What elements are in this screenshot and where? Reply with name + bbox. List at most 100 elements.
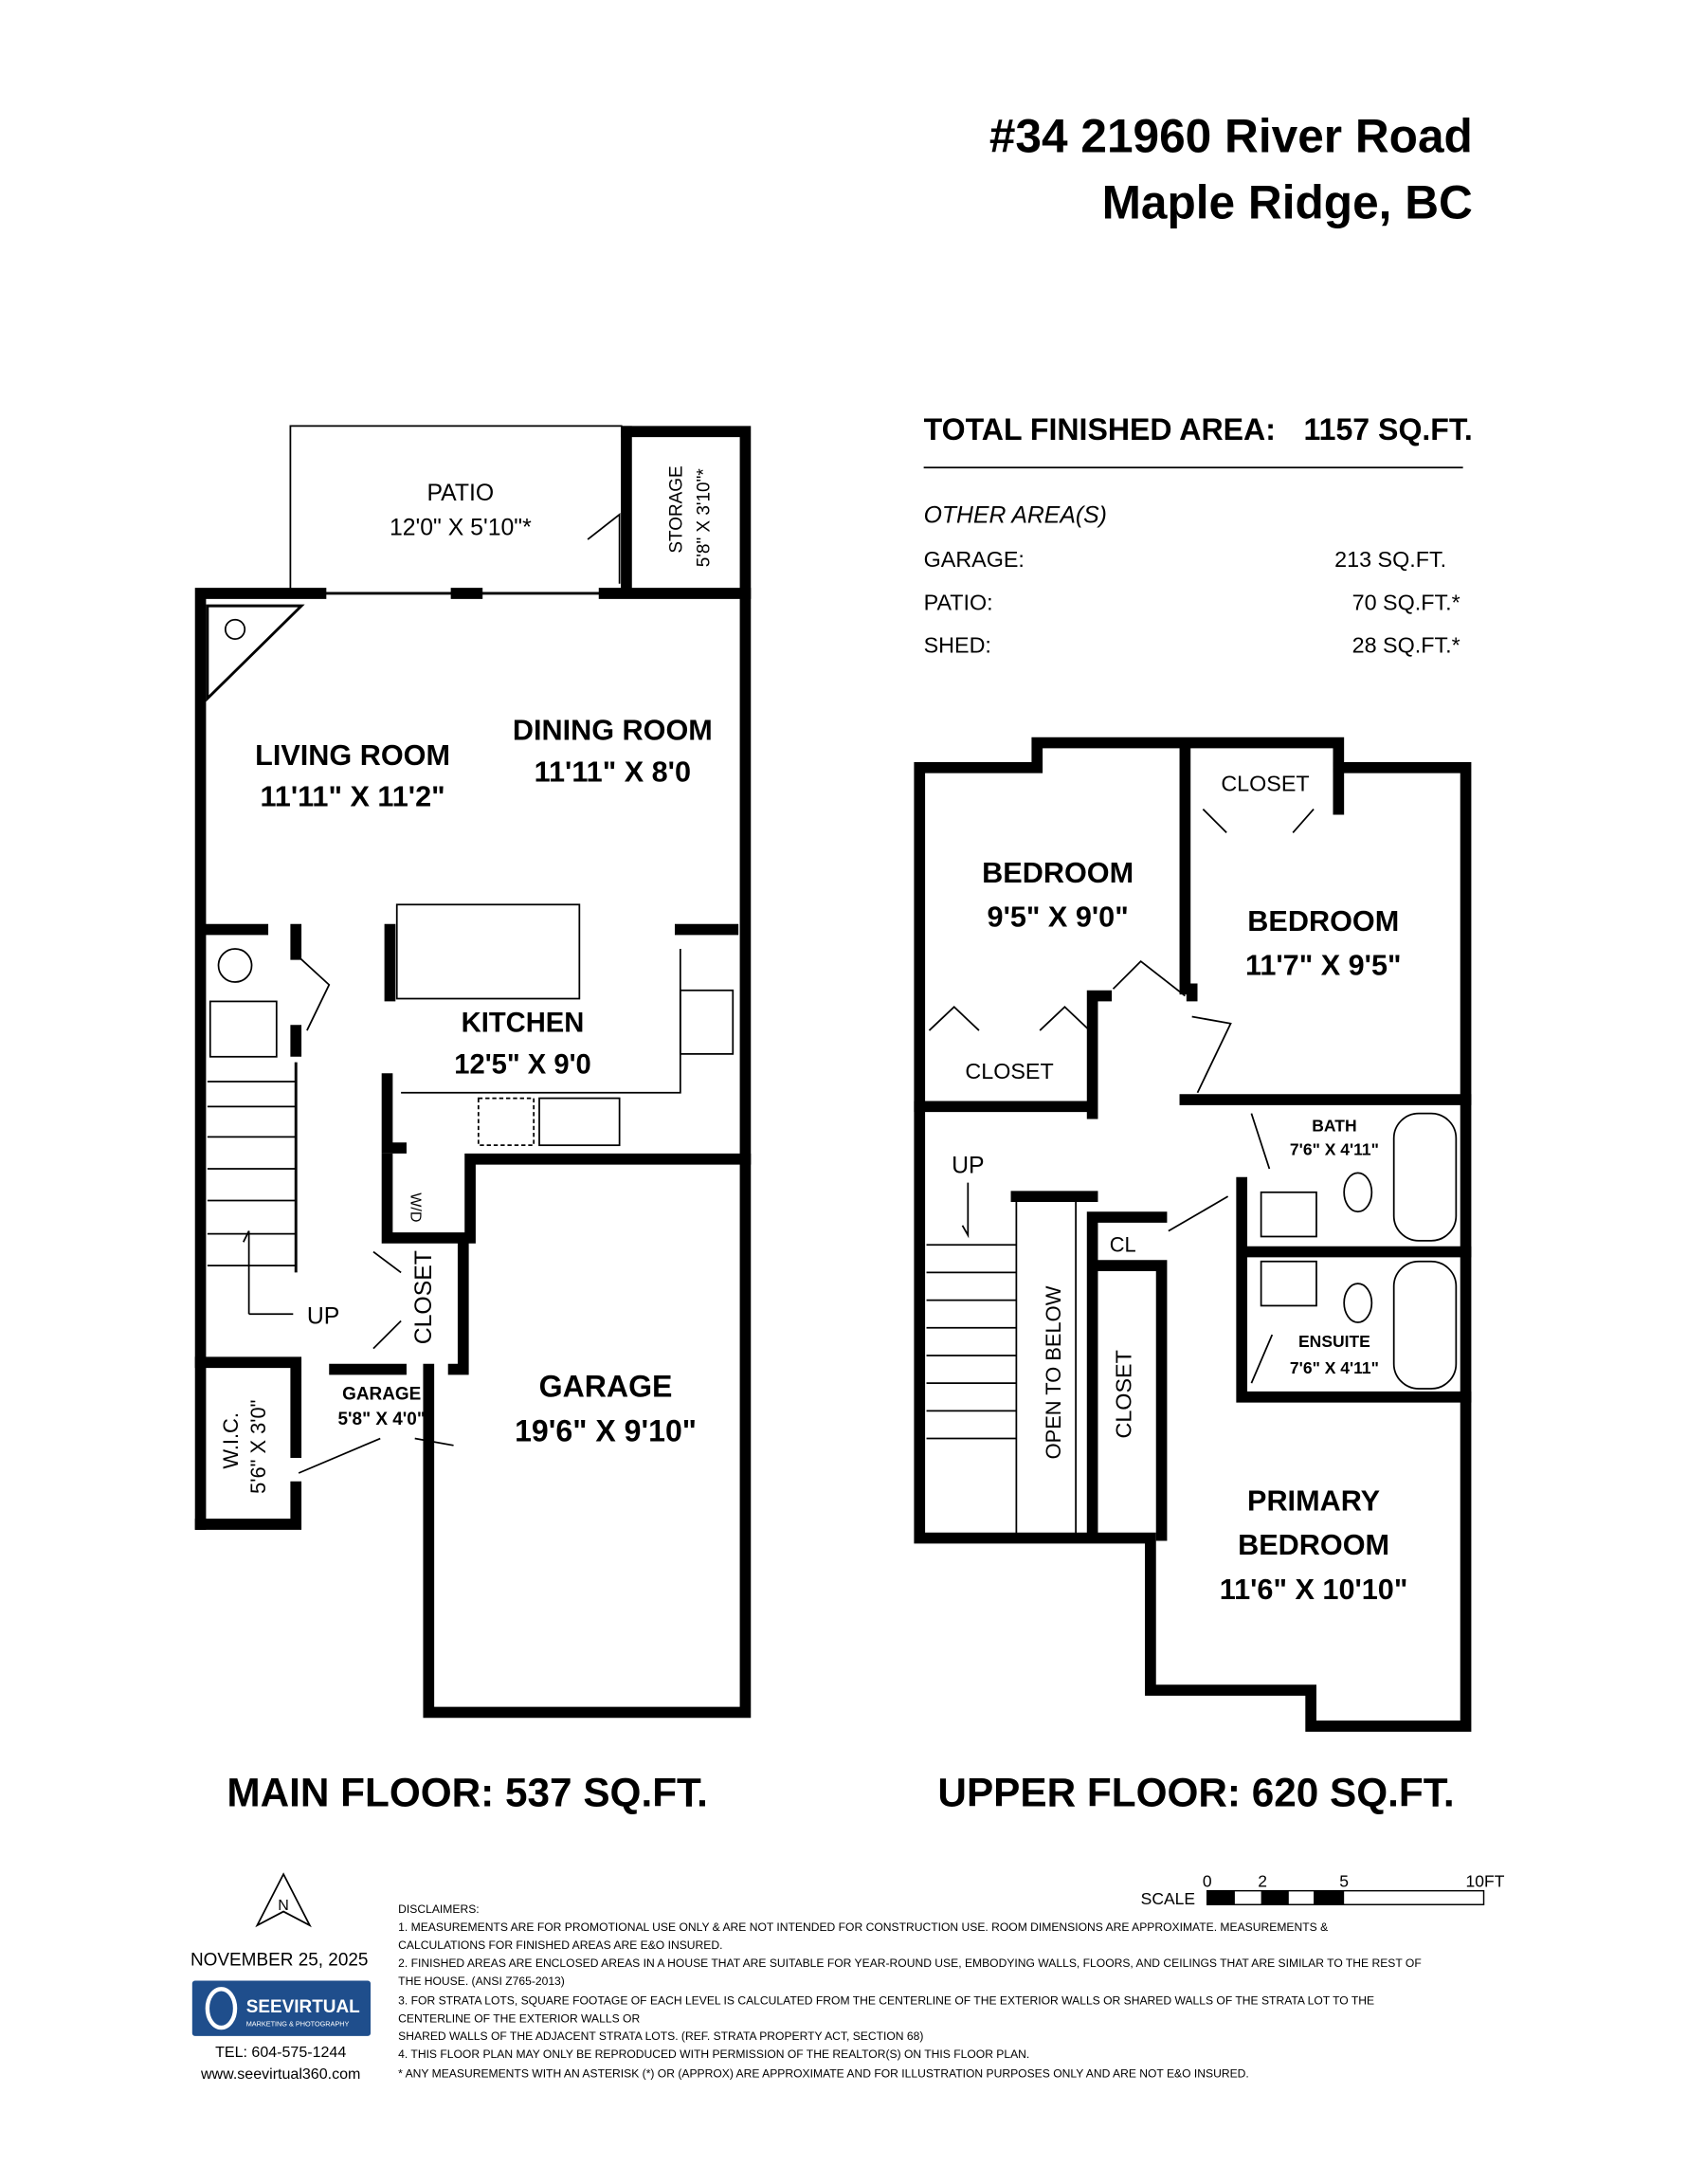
patio-outline bbox=[289, 425, 623, 592]
svg-text:4. THIS FLOOR PLAN MAY ONLY BE: 4. THIS FLOOR PLAN MAY ONLY BE REPRODUCE… bbox=[398, 2048, 1029, 2061]
svg-text:3. FOR STRATA LOTS, SQUARE FOO: 3. FOR STRATA LOTS, SQUARE FOOTAGE OF EA… bbox=[398, 1993, 1374, 2007]
stairs-up-label: UP bbox=[952, 1153, 984, 1178]
door-swing bbox=[1112, 959, 1232, 1094]
room-name-patio: PATIO bbox=[426, 481, 494, 506]
stove-icon bbox=[679, 989, 735, 1055]
room-name-kitchen: KITCHEN bbox=[462, 1009, 585, 1039]
upper-floor-caption: UPPER FLOOR: 620 SQ.FT. bbox=[937, 1771, 1454, 1815]
garage-entry-door bbox=[298, 1437, 454, 1474]
area-summary: TOTAL FINISHED AREA: 1157 SQ.FT. OTHER A… bbox=[924, 412, 1473, 658]
door-swing bbox=[295, 954, 331, 1031]
disclaimers: DISCLAIMERS: 1. MEASUREMENTS ARE FOR PRO… bbox=[398, 1902, 1422, 2081]
room-name-bath: BATH bbox=[1312, 1117, 1356, 1136]
svg-text:CALCULATIONS FOR FINISHED AREA: CALCULATIONS FOR FINISHED AREAS ARE E&O … bbox=[398, 1938, 722, 1952]
exterior-wall bbox=[914, 737, 1472, 1732]
website-link[interactable]: www.seevirtual360.com bbox=[200, 2066, 360, 2083]
svg-text:THE HOUSE. (ANSI Z765-2013): THE HOUSE. (ANSI Z765-2013) bbox=[398, 1975, 565, 1988]
closet-label: CLOSET bbox=[965, 1059, 1053, 1083]
total-area-value: 1157 SQ.FT. bbox=[1304, 412, 1473, 446]
svg-text:2: 2 bbox=[1258, 1871, 1267, 1890]
room-name-living: LIVING ROOM bbox=[255, 739, 450, 772]
svg-text:CENTERLINE OF THE EXTERIOR WAL: CENTERLINE OF THE EXTERIOR WALLS OR bbox=[398, 2011, 640, 2025]
room-dims-dining: 11'11" X 8'0 bbox=[535, 755, 691, 788]
total-area-label: TOTAL FINISHED AREA: bbox=[924, 412, 1276, 446]
upper-floor-plan: BEDROOM 9'5" X 9'0" BEDROOM 11'7" X 9'5"… bbox=[914, 737, 1472, 1732]
room-name-garage: GARAGE bbox=[539, 1370, 673, 1404]
fireplace-icon bbox=[224, 618, 246, 641]
storage-door bbox=[587, 513, 621, 584]
room-dims-bath: 7'6" X 4'11" bbox=[1290, 1139, 1379, 1158]
room-dims-storage: 5'8" X 3'10"* bbox=[694, 468, 714, 568]
room-name-primary: PRIMARY bbox=[1247, 1484, 1380, 1517]
other-area-value: 70 SQ.FT.* bbox=[1352, 590, 1460, 614]
main-floor-plan: PATIO 12'0" X 5'10"* STORAGE 5'8" X 3'10… bbox=[194, 425, 752, 1719]
room-dims-living: 11'11" X 11'2" bbox=[260, 781, 444, 813]
interior-wall bbox=[384, 923, 739, 1002]
room-dims-ensuite: 7'6" X 4'11" bbox=[1290, 1358, 1379, 1377]
svg-text:1. MEASUREMENTS ARE FOR PROMOT: 1. MEASUREMENTS ARE FOR PROMOTIONAL USE … bbox=[398, 1920, 1328, 1934]
stairs bbox=[207, 1062, 298, 1316]
room-dims-kitchen: 12'5" X 9'0 bbox=[454, 1049, 590, 1080]
bath-wall bbox=[1236, 1176, 1472, 1403]
toilet-icon bbox=[1343, 1172, 1373, 1213]
plan-date: NOVEMBER 25, 2025 bbox=[190, 1950, 369, 1970]
phone-number: TEL: 604-575-1244 bbox=[215, 2044, 346, 2061]
svg-text:SCALE: SCALE bbox=[1141, 1889, 1195, 1908]
interior-wall bbox=[1010, 1191, 1168, 1541]
address-line-1: #34 21960 River Road bbox=[989, 110, 1473, 163]
room-dims-garage: 19'6" X 9'10" bbox=[515, 1413, 697, 1447]
room-name-bedroom: BEDROOM bbox=[982, 857, 1134, 889]
svg-text:* ANY MEASUREMENTS WITH AN AST: * ANY MEASUREMENTS WITH AN ASTERISK (*) … bbox=[398, 2067, 1249, 2081]
seevirtual-logo: SEEVIRTUAL MARKETING & PHOTOGRAPHY bbox=[191, 1980, 372, 2036]
other-area-label: PATIO: bbox=[924, 590, 993, 614]
room-name-primary: BEDROOM bbox=[1238, 1529, 1389, 1561]
closet-door bbox=[928, 1006, 1091, 1031]
door-swing bbox=[1168, 1113, 1274, 1384]
closet-label: CLOSET bbox=[1221, 772, 1309, 796]
bathtub-icon bbox=[1392, 1260, 1458, 1390]
interior-wall bbox=[199, 923, 302, 1057]
room-dims-patio: 12'0" X 5'10"* bbox=[390, 516, 532, 541]
stairs-up-label: UP bbox=[307, 1303, 339, 1329]
svg-text:SHARED WALLS OF THE ADJACENT S: SHARED WALLS OF THE ADJACENT STRATA LOTS… bbox=[398, 2029, 923, 2043]
dishwasher-icon bbox=[477, 1097, 535, 1147]
room-name-garage-entry: GARAGE bbox=[342, 1385, 421, 1405]
vanity-icon bbox=[1260, 1191, 1317, 1238]
room-dims-bedroom: 9'5" X 9'0" bbox=[988, 901, 1129, 934]
room-name-bedroom: BEDROOM bbox=[1247, 905, 1399, 937]
closet-label: CL bbox=[1110, 1233, 1136, 1257]
room-dims-primary: 11'6" X 10'10" bbox=[1220, 1574, 1408, 1606]
other-areas-heading: OTHER AREA(S) bbox=[924, 503, 1107, 529]
other-area-value: 28 SQ.FT.* bbox=[1352, 633, 1460, 658]
closet-door bbox=[372, 1250, 402, 1350]
room-dims-wic: 5'6" X 3'0" bbox=[246, 1400, 270, 1494]
toilet-icon bbox=[1343, 1283, 1373, 1323]
exterior-wall bbox=[423, 426, 752, 1719]
room-name-storage: STORAGE bbox=[666, 465, 686, 553]
room-name-wic: W.I.C. bbox=[219, 1412, 243, 1469]
main-floor-caption: MAIN FLOOR: 537 SQ.FT. bbox=[227, 1771, 708, 1815]
room-dims-garage-entry: 5'8" X 4'0" bbox=[338, 1410, 426, 1429]
scale-bar: SCALE 0 2 5 10FT bbox=[1141, 1871, 1505, 1908]
water-heater-icon bbox=[217, 948, 253, 983]
other-area-label: SHED: bbox=[924, 633, 991, 658]
interior-wall bbox=[1179, 741, 1472, 1105]
closet-label: CLOSET bbox=[411, 1250, 437, 1344]
room-dims-bedroom: 11'7" X 9'5" bbox=[1245, 950, 1402, 982]
address-line-2: Maple Ridge, BC bbox=[1102, 176, 1473, 229]
interior-wall bbox=[914, 990, 1113, 1119]
svg-text:DISCLAIMERS:: DISCLAIMERS: bbox=[398, 1902, 479, 1916]
svg-text:SEEVIRTUAL: SEEVIRTUAL bbox=[246, 1997, 360, 2017]
other-area-label: GARAGE: bbox=[924, 547, 1025, 572]
wic-wall bbox=[194, 1481, 302, 1530]
fireplace-icon bbox=[206, 604, 305, 702]
svg-text:0: 0 bbox=[1203, 1871, 1212, 1890]
bathtub-icon bbox=[1392, 1112, 1458, 1242]
svg-text:MARKETING & PHOTOGRAPHY: MARKETING & PHOTOGRAPHY bbox=[246, 2020, 350, 2029]
svg-text:N: N bbox=[278, 1897, 289, 1914]
washer-dryer-label: W/D bbox=[407, 1192, 424, 1222]
svg-text:10FT: 10FT bbox=[1466, 1871, 1505, 1890]
kitchen-wall bbox=[381, 1073, 407, 1154]
